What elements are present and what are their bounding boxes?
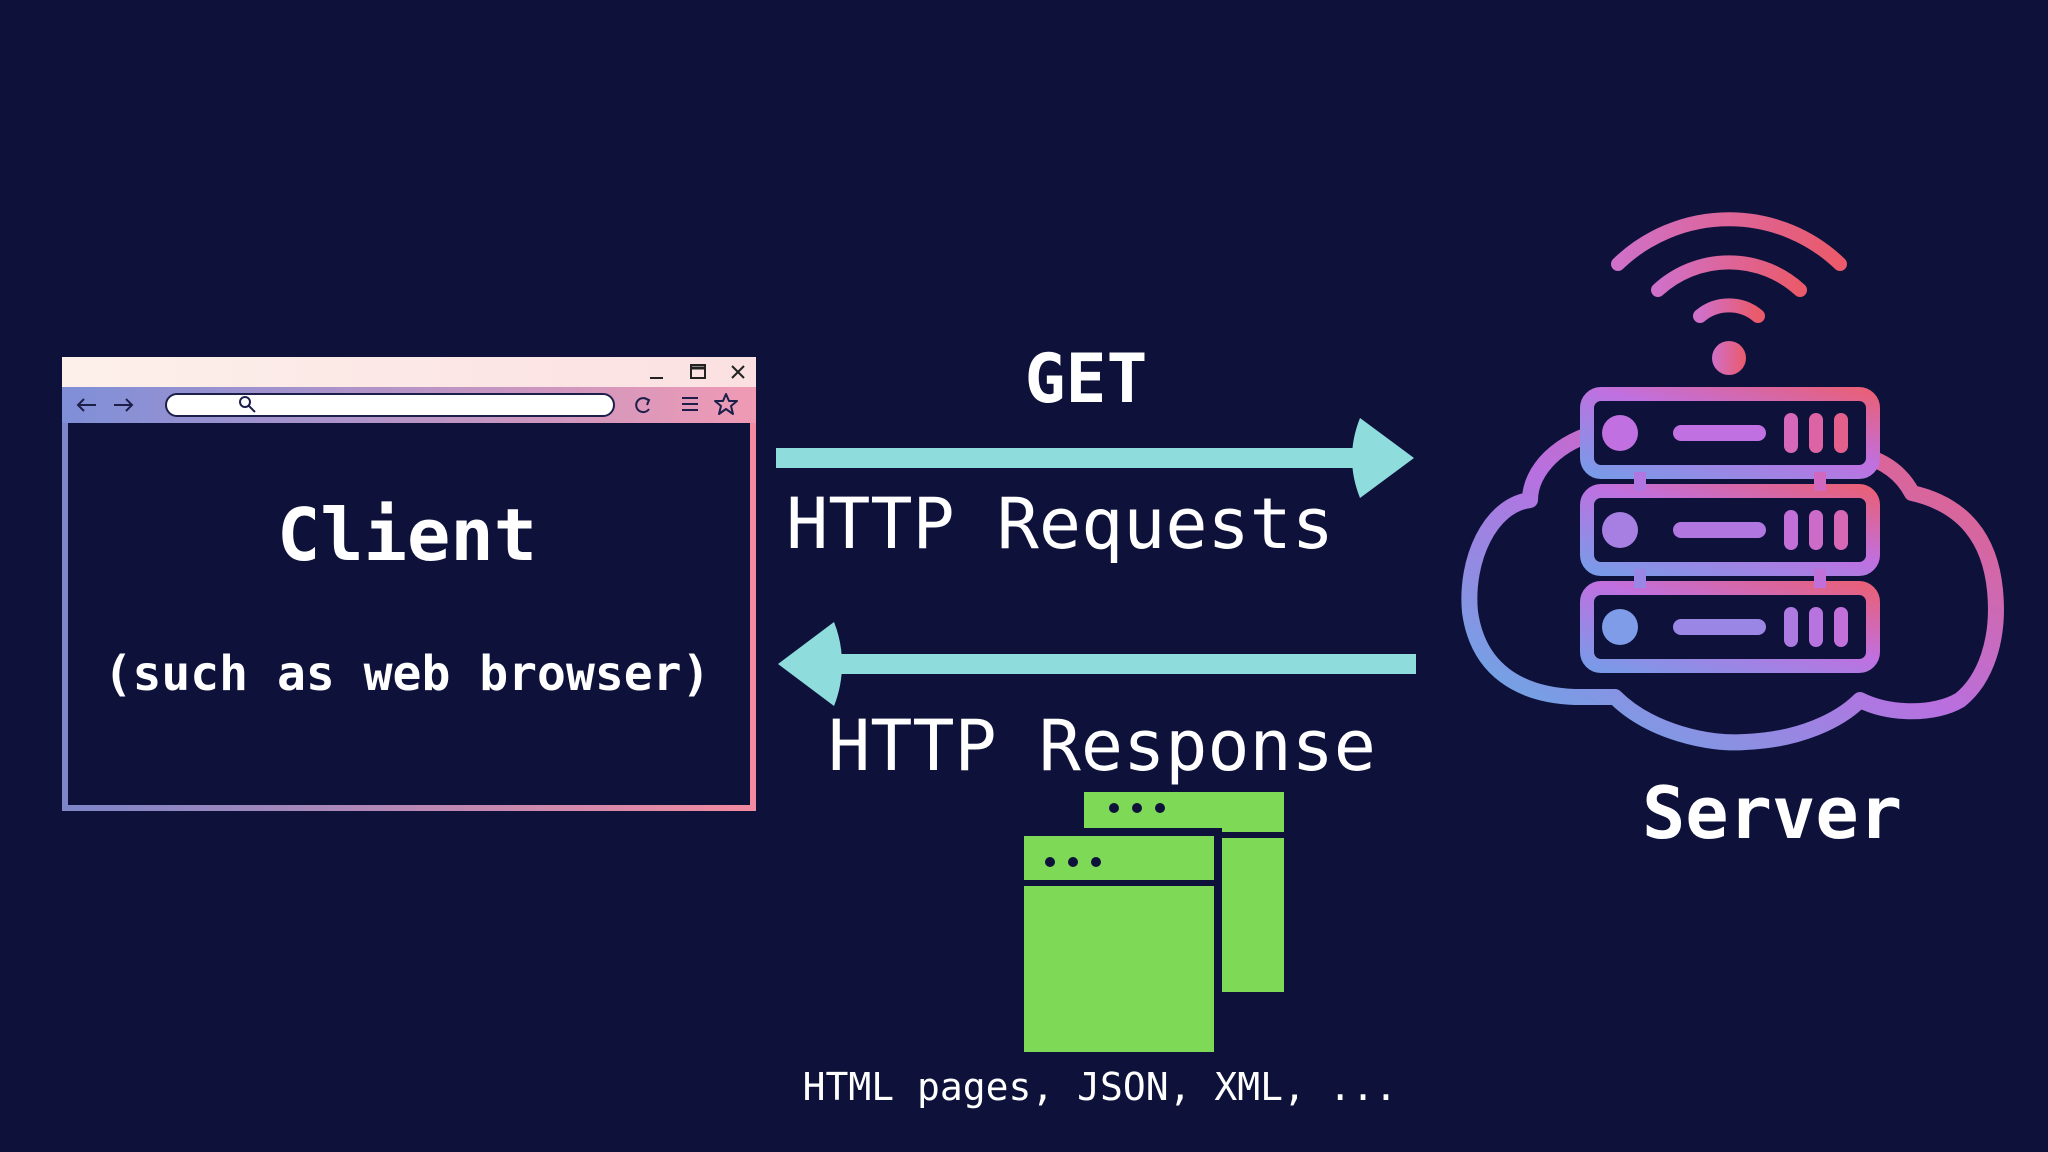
search-icon[interactable] xyxy=(239,396,256,413)
client-title: Client xyxy=(277,493,537,577)
server-rack-icon xyxy=(1580,387,1880,673)
request-label: HTTP Requests xyxy=(786,483,1334,565)
document-pages-icon xyxy=(1016,792,1284,1058)
browser-frame xyxy=(62,357,756,811)
forward-arrow-icon[interactable] xyxy=(114,398,134,412)
cloud-server-icon xyxy=(1461,212,2004,751)
client-subtitle: (such as web browser) xyxy=(104,646,711,702)
menu-icon[interactable] xyxy=(682,397,698,411)
response-formats: HTML pages, JSON, XML, ... xyxy=(803,1065,1398,1109)
client-browser-window: Client (such as web browser) xyxy=(62,357,756,811)
response-label: HTTP Response xyxy=(828,705,1376,787)
back-arrow-icon[interactable] xyxy=(76,398,96,412)
request-arrow xyxy=(776,418,1414,498)
wifi-icon xyxy=(1611,212,1847,323)
browser-title-bar xyxy=(62,357,756,387)
maximize-icon[interactable] xyxy=(690,364,706,379)
address-bar[interactable] xyxy=(165,393,615,417)
reload-icon[interactable] xyxy=(635,397,651,414)
star-icon[interactable] xyxy=(714,393,738,415)
close-icon[interactable] xyxy=(731,365,745,379)
server-label: Server xyxy=(1642,771,1902,855)
cloud-outline xyxy=(1461,424,2004,751)
request-method: GET xyxy=(1025,340,1148,419)
response-arrow xyxy=(778,622,1416,706)
